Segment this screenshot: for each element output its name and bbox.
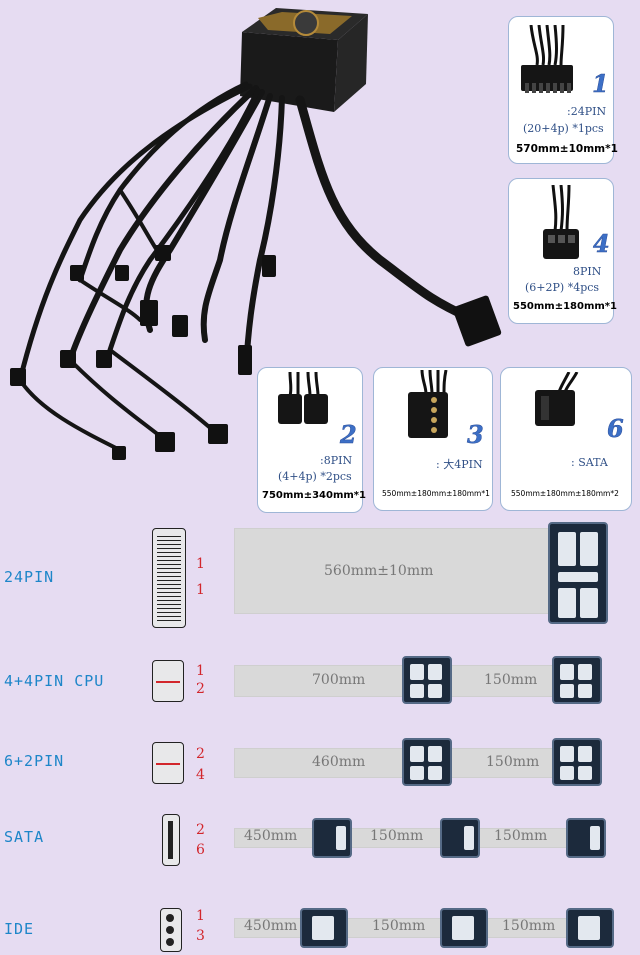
cable-length: 150mm — [494, 828, 548, 844]
cable-length: 460mm — [312, 754, 366, 770]
ide-plug-icon — [440, 908, 488, 948]
pin-number: 1 — [196, 556, 205, 572]
8pin-connector-icon — [543, 185, 579, 259]
cpu-plug-icon — [402, 656, 452, 704]
24pin-plug-icon — [548, 522, 608, 624]
pcie-pinout-icon — [152, 742, 184, 784]
card-spec: 550mm±180mm*1 — [513, 301, 617, 312]
card-spec: 570mm±10mm*1 — [516, 143, 618, 155]
sata-connector-icon — [535, 372, 579, 426]
card-type: : 大4PIN — [436, 458, 483, 471]
row-label-24pin: 24PIN — [4, 568, 55, 586]
row-label-sata: SATA — [4, 828, 45, 846]
card-type: :8PIN — [320, 454, 353, 467]
cable-length: 450mm — [244, 828, 298, 844]
pin-number: 2 — [196, 746, 205, 762]
psu-cables — [17, 81, 475, 452]
pin-number: 2 — [196, 822, 205, 838]
pin-number: 3 — [196, 928, 205, 944]
card-quantity: (20+4p) *1pcs — [523, 122, 604, 135]
row-label-cpu: 4+4PIN CPU — [4, 672, 105, 690]
cable-length: 700mm — [312, 672, 366, 688]
sata-pinout-icon — [162, 814, 180, 866]
card-sata: 6 : SATA 550mm±180mm±180mm*2 — [500, 367, 632, 511]
card-4pin-molex: 3 : 大4PIN 550mm±180mm±180mm*1 — [373, 367, 493, 511]
cable-length: 150mm — [486, 754, 540, 770]
cpu-8pin-connector-icon — [278, 372, 328, 424]
ide-pinout-icon — [160, 908, 182, 952]
molex-connector-icon — [408, 370, 448, 438]
psu-unit — [240, 8, 368, 112]
psu-cable-photo — [10, 8, 502, 460]
card-number: 3 — [467, 420, 484, 450]
card-type: 8PIN — [573, 265, 602, 278]
card-number: 4 — [593, 229, 610, 259]
pin-number: 1 — [196, 582, 205, 598]
pin-number: 1 — [196, 908, 205, 924]
24pin-pinout-icon — [152, 528, 186, 628]
card-spec: 550mm±180mm±180mm*2 — [511, 489, 619, 498]
card-8pin-6+2: 4 8PIN (6+2P) *4pcs 550mm±180mm*1 — [508, 178, 617, 324]
card-24pin: 1 :24PIN (20+4p) *1pcs 570mm±10mm*1 — [508, 16, 618, 164]
card-spec: 550mm±180mm±180mm*1 — [382, 489, 490, 498]
pin-number: 6 — [196, 842, 205, 858]
card-quantity: (4+4p) *2pcs — [278, 470, 352, 483]
card-number: 2 — [340, 420, 357, 450]
pcie-plug-icon — [552, 738, 602, 786]
ide-plug-icon — [300, 908, 348, 948]
card-type: :24PIN — [567, 105, 607, 118]
card-quantity: (6+2P) *4pcs — [525, 281, 600, 294]
cable-length: 150mm — [502, 918, 556, 934]
card-spec: 750mm±340mm*1 — [262, 490, 366, 501]
pcie-plug-icon — [402, 738, 452, 786]
cable-length: 150mm — [372, 918, 426, 934]
cable-bar-24pin — [234, 528, 550, 614]
cable-length: 560mm±10mm — [324, 563, 434, 579]
pin-number: 2 — [196, 681, 205, 697]
cable-length: 150mm — [484, 672, 538, 688]
sata-plug-icon — [566, 818, 606, 858]
sata-plug-icon — [440, 818, 480, 858]
row-label-ide: IDE — [4, 920, 35, 938]
card-number: 6 — [607, 414, 624, 444]
pin-number: 1 — [196, 663, 205, 679]
cable-connectors — [10, 245, 502, 460]
cable-length: 150mm — [370, 828, 424, 844]
cpu-pinout-icon — [152, 660, 184, 702]
sata-plug-icon — [312, 818, 352, 858]
pin-number: 4 — [196, 767, 205, 783]
card-number: 1 — [592, 69, 609, 99]
24pin-connector-icon — [521, 25, 573, 93]
ide-plug-icon — [566, 908, 614, 948]
row-label-6+2pin: 6+2PIN — [4, 752, 65, 770]
cpu-plug-icon — [552, 656, 602, 704]
card-type: : SATA — [571, 456, 608, 469]
card-8pin-4+4: 2 :8PIN (4+4p) *2pcs 750mm±340mm*1 — [257, 367, 366, 513]
cable-length: 450mm — [244, 918, 298, 934]
